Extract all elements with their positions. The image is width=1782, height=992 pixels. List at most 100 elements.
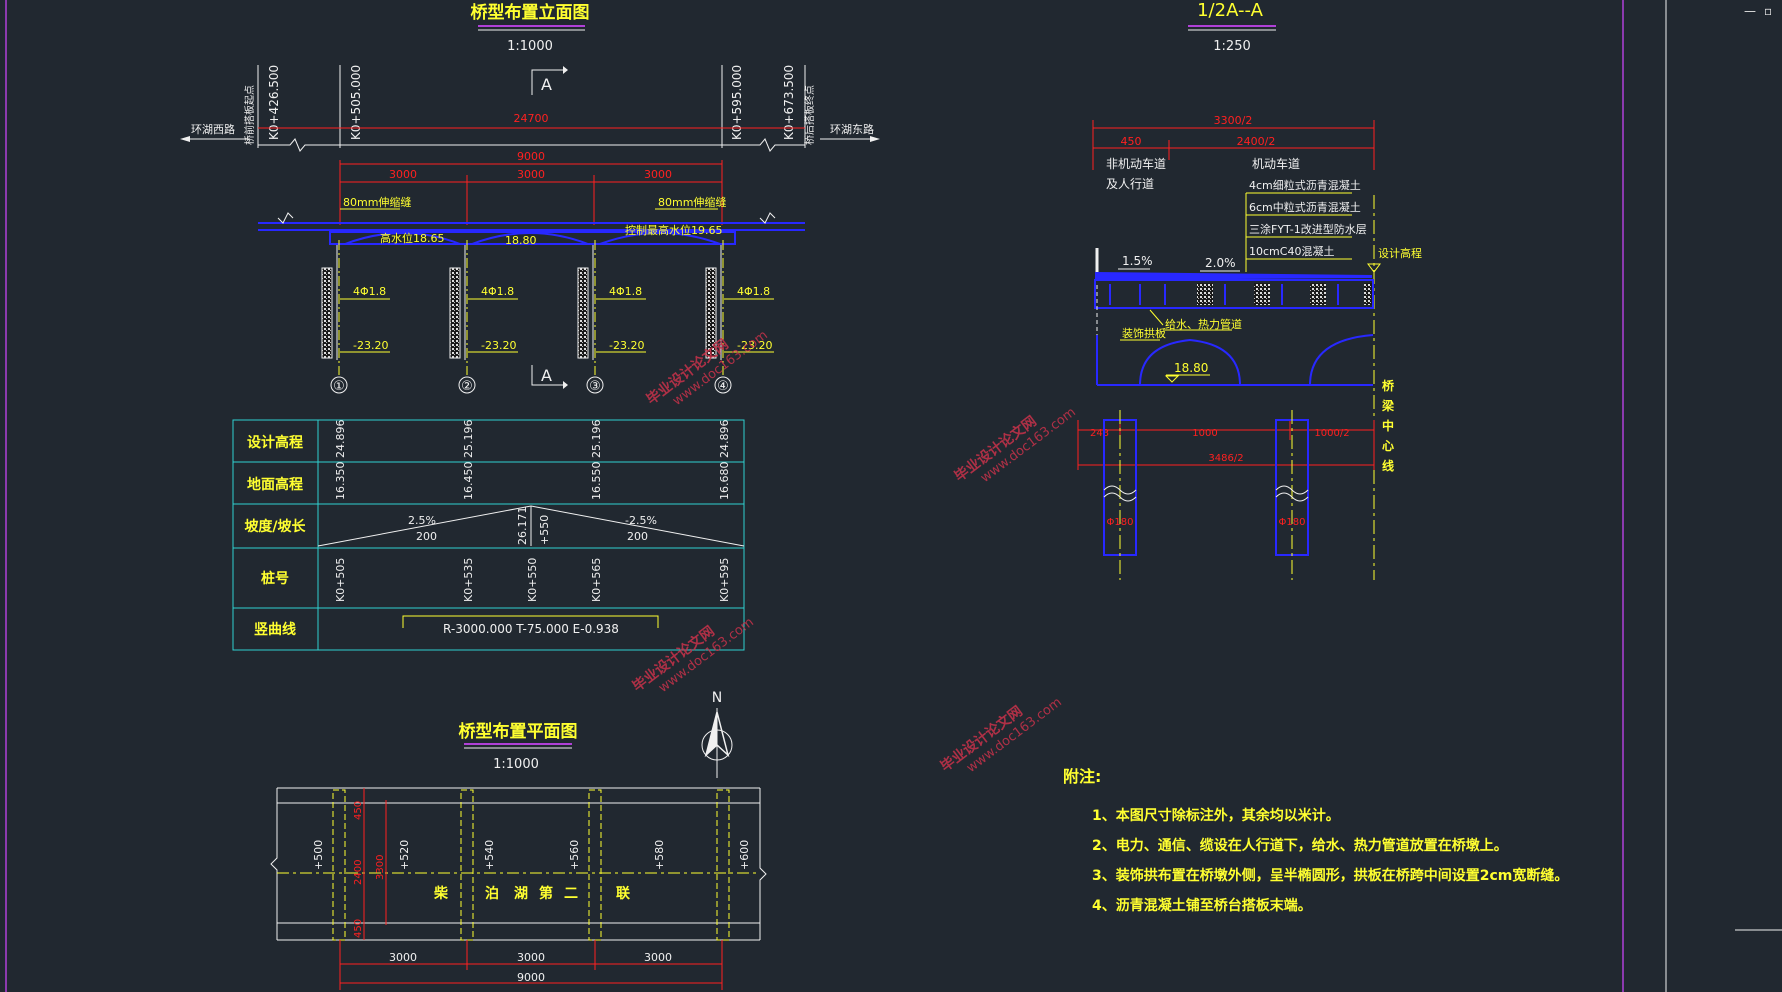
road-label: 机动车道 <box>1252 156 1300 171</box>
pile-tip-4: -23.20 <box>737 339 772 352</box>
centerline-char-4: 心 <box>1382 439 1394 453</box>
section-water-level: 18.80 <box>1174 361 1208 375</box>
east-road-label: 环湖东路 <box>830 123 874 136</box>
restore-button[interactable]: ▫ <box>1764 4 1773 18</box>
plan-total: 9000 <box>517 971 545 984</box>
plan-name-3: 湖 <box>514 886 528 902</box>
design-elev-3: 25.196 <box>590 420 603 459</box>
pile-tip-2: -23.20 <box>481 339 516 352</box>
plan-name-5: 二 <box>564 886 578 902</box>
plan-width-sidewalk-bottom: 450 <box>353 919 364 938</box>
notes-title: 附注: <box>1063 767 1101 786</box>
section-half-width: 3300/2 <box>1214 114 1253 127</box>
station-4: K0+673.500 <box>782 65 796 140</box>
dim-1000: 1000 <box>1192 428 1217 439</box>
ground-elev-3: 16.550 <box>590 462 603 501</box>
pier-1: ① <box>333 379 345 394</box>
centerline-char-3: 中 <box>1382 418 1394 433</box>
section-mark-bottom: A <box>541 366 552 385</box>
plan-name-6: 联 <box>616 886 631 902</box>
west-road-label: 环湖西路 <box>191 123 235 136</box>
row-stake: 桩号 <box>261 570 289 587</box>
centerline-char-2: 梁 <box>1381 398 1394 413</box>
north-arrow: N <box>701 690 733 778</box>
plan-name-2: 泊 <box>485 885 499 902</box>
plan-stake-5: +580 <box>653 840 666 870</box>
stake-1: K0+505 <box>334 558 347 602</box>
plan-stake-4: +560 <box>568 840 581 870</box>
plan-width-road: 2400 <box>353 860 364 885</box>
ground-elev-1: 16.350 <box>334 462 347 501</box>
elevation-title: 桥型布置立面图 <box>471 2 590 23</box>
pier-3: ③ <box>589 379 601 394</box>
elevation-view: 桥型布置立面图 1:1000 A K0+426.500 K0+505.000 K… <box>180 2 880 394</box>
pipes-label: 给水、热力管道 <box>1165 317 1242 331</box>
high-water-label: 高水位18.65 <box>380 231 445 245</box>
decor-arch-label: 装饰拱板 <box>1122 326 1166 340</box>
pile-tip-1: -23.20 <box>353 339 388 352</box>
plan-span-3: 3000 <box>644 951 672 964</box>
nav-water-label: 控制最高水位19.65 <box>625 223 723 237</box>
grade-left: 2.5% <box>408 514 436 527</box>
dim-span-1: 3000 <box>389 168 417 181</box>
design-elev-4: 24.896 <box>718 420 731 459</box>
centerline-char-5: 线 <box>1382 458 1394 473</box>
note-1: 1、本图尺寸除标注外，其余均以米计。 <box>1092 807 1340 824</box>
ground-elev-4: 16.680 <box>718 462 731 501</box>
mid-level-label: 18.80 <box>505 234 537 247</box>
stake-3: K0+550 <box>526 558 539 602</box>
vpi-elevation: 26.171 <box>516 507 529 546</box>
plan-stake-3: +540 <box>483 840 496 870</box>
plan-width-total: 3300 <box>375 855 386 880</box>
dim-span-3: 3000 <box>644 168 672 181</box>
pile-label-3: 4Φ1.8 <box>609 285 642 298</box>
design-elev-2: 25.196 <box>462 420 475 459</box>
design-elev-marker: 设计高程 <box>1378 246 1422 260</box>
grade-right: -2.5% <box>625 514 657 527</box>
stake-2: K0+535 <box>462 558 475 602</box>
dim-span-2: 3000 <box>517 168 545 181</box>
stake-4: K0+565 <box>590 558 603 602</box>
layer-2: 6cm中粒式沥青混凝土 <box>1249 200 1361 214</box>
centerline-char-1: 桥 <box>1382 378 1395 393</box>
sidewalk-label-1: 非机动车道 <box>1106 156 1166 171</box>
pile-label-4: 4Φ1.8 <box>737 285 770 298</box>
row-ground-elev: 地面高程 <box>247 476 303 493</box>
layer-3: 三涂FYT-1改进型防水层 <box>1249 222 1367 236</box>
pile-label-1: 4Φ1.8 <box>353 285 386 298</box>
row-grade: 坡度/坡长 <box>244 518 306 535</box>
note-4: 4、沥青混凝土铺至桥台搭板末端。 <box>1092 897 1312 914</box>
note-2: 2、电力、通信、缆设在人行道下，给水、热力管道放置在桥墩上。 <box>1092 837 1508 854</box>
dim-total-length: 24700 <box>514 112 549 125</box>
pile-label-2: 4Φ1.8 <box>481 285 514 298</box>
note-3: 3、装饰拱布置在桥墩外侧，呈半椭圆形，拱板在桥跨中间设置2cm宽断缝。 <box>1092 867 1568 884</box>
dim-243: 243 <box>1090 428 1109 439</box>
plan-stake-2: +520 <box>398 840 411 870</box>
plan-width-sidewalk-top: 450 <box>353 801 364 820</box>
plan-span-2: 3000 <box>517 951 545 964</box>
pile-tip-3: -23.20 <box>609 339 644 352</box>
length-right: 200 <box>627 530 648 543</box>
plan-scale: 1:1000 <box>493 757 539 772</box>
elevation-scale: 1:1000 <box>507 39 553 54</box>
pile-dia-left: Φ180 <box>1107 517 1134 528</box>
joint-right-label: 80mm伸缩缝 <box>658 195 726 209</box>
row-curve: 竖曲线 <box>254 621 296 638</box>
section-piles: Φ180 Φ180 <box>1103 410 1309 580</box>
pier-2: ② <box>461 379 473 394</box>
piles <box>321 240 724 375</box>
sidewalk-label-2: 及人行道 <box>1106 177 1154 191</box>
cross-section-view: 1/2A--A 1:250 3300/2 450 2400/2 非机动车道 及人… <box>1077 0 1422 580</box>
north-label: N <box>712 690 722 706</box>
section-scale: 1:250 <box>1213 39 1250 54</box>
section-title: 1/2A--A <box>1197 0 1263 21</box>
row-design-elev: 设计高程 <box>247 434 303 451</box>
minimize-button[interactable]: — <box>1744 4 1756 18</box>
pier-4: ④ <box>717 379 729 394</box>
dim-bridge-length: 9000 <box>517 150 545 163</box>
left-approach-label: 桥前搭板起点 <box>243 85 256 145</box>
right-approach-label: 桥后搭板终点 <box>803 85 816 145</box>
section-sidewalk-width: 450 <box>1121 135 1142 148</box>
layer-4: 10cmC40混凝土 <box>1249 244 1334 258</box>
